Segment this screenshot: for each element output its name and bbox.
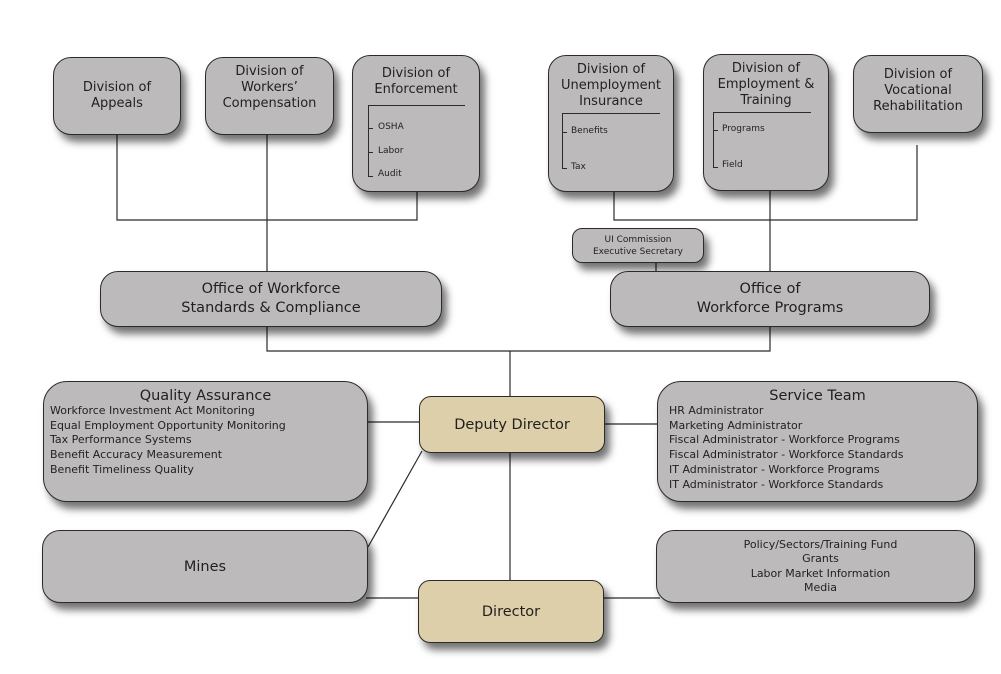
office-workforce-standards-compliance[interactable]: Office of Workforce Standards & Complian… [100,271,442,327]
qa-item: Equal Employment Opportunity Monitoring [50,418,286,432]
mines[interactable]: Mines [42,530,368,603]
office-programs-line1: Office of [739,281,801,297]
qa-title: Quality Assurance [139,388,272,404]
division-appeals-line1: Division of [82,80,152,95]
service-item: Fiscal Administrator - Workforce Program… [669,433,900,447]
et-divider [713,112,811,113]
tick [713,130,718,131]
tick [562,168,567,169]
tick [562,132,567,133]
office-workforce-programs[interactable]: Office of Workforce Programs [610,271,930,327]
unit-osha: OSHA [378,122,404,132]
enforcement-divider [368,105,465,106]
tick [368,128,373,129]
policy-item: Media [803,581,838,594]
unit-labor: Labor [378,146,404,156]
connector-right-divisions [613,145,918,221]
division-ui-line1: Division of [576,62,646,77]
office-standards-line1: Office of Workforce [201,281,341,297]
connector-mines-diag [367,450,423,548]
enforcement-bracket [368,105,369,176]
director[interactable]: Director [418,580,604,643]
division-workers-comp-line2: Compensation [222,96,317,111]
service-item: Fiscal Administrator - Workforce Standar… [669,448,904,462]
service-team-title: Service Team [769,388,866,404]
tick [713,167,718,168]
unit-benefits: Benefits [571,126,608,136]
ui-commission-executive-secretary[interactable]: UI Commission Executive Secretary [572,228,704,263]
division-employment-training[interactable]: Division of Employment & Training Progra… [703,54,829,191]
division-vr-line3: Rehabilitation [873,99,963,114]
deputy-director-label: Deputy Director [454,416,570,433]
service-team[interactable]: Service Team HR Administrator Marketing … [657,381,978,502]
division-unemployment-insurance[interactable]: Division of Unemployment Insurance Benef… [548,55,674,192]
division-enforcement-line2: Enforcement [374,82,458,97]
unit-tax: Tax [571,162,586,172]
division-vr-line2: Vocational [884,83,952,98]
division-et-line1: Division of [731,61,801,76]
office-programs-line2: Workforce Programs [696,300,844,316]
qa-item: Tax Performance Systems [50,433,192,447]
division-vocational-rehabilitation[interactable]: Division of Vocational Rehabilitation [853,55,983,133]
division-workers-comp-line1: Division of Workers’ [235,64,304,95]
unit-field: Field [722,160,743,170]
policy-sectors-box[interactable]: Policy/Sectors/Training Fund Grants Labo… [656,530,975,603]
tick [368,176,373,177]
mines-label: Mines [183,558,227,575]
et-bracket [713,112,714,167]
ui-divider [562,113,660,114]
quality-assurance[interactable]: Quality Assurance Workforce Investment A… [43,381,368,502]
service-item: IT Administrator - Workforce Standards [669,477,884,491]
division-et-line3: Training [740,93,792,108]
division-ui-line3: Insurance [579,94,643,109]
division-enforcement[interactable]: Division of Enforcement OSHA Labor Audit [352,55,480,192]
service-item: IT Administrator - Workforce Programs [669,462,880,476]
unit-audit: Audit [378,169,402,179]
director-label: Director [481,603,541,620]
tick [368,152,373,153]
office-standards-line2: Standards & Compliance [181,300,361,316]
qa-item: Benefit Accuracy Measurement [50,448,223,462]
division-ui-line2: Unemployment [561,78,661,93]
unit-programs: Programs [722,124,765,134]
policy-item: Labor Market Information [750,566,891,580]
policy-item: Grants [802,552,839,565]
deputy-director[interactable]: Deputy Director [419,396,605,453]
qa-item: Workforce Investment Act Monitoring [50,404,255,417]
service-item: Marketing Administrator [669,418,803,432]
division-appeals[interactable]: Division of Appeals [53,57,181,135]
division-appeals-line2: Appeals [91,96,143,111]
connector-offices [266,326,771,352]
ui-commission-line2: Executive Secretary [593,246,683,257]
ui-commission-line1: UI Commission [604,234,672,245]
division-et-line2: Employment & [717,77,815,92]
policy-item: Policy/Sectors/Training Fund [743,537,898,551]
division-vr-line1: Division of [883,67,953,82]
division-enforcement-line1: Division of [381,66,451,81]
division-workers-compensation[interactable]: Division of Workers’ Compensation [205,57,334,135]
qa-item: Benefit Timeliness Quality [50,462,194,476]
ui-bracket [562,113,563,168]
service-item: HR Administrator [669,404,764,417]
